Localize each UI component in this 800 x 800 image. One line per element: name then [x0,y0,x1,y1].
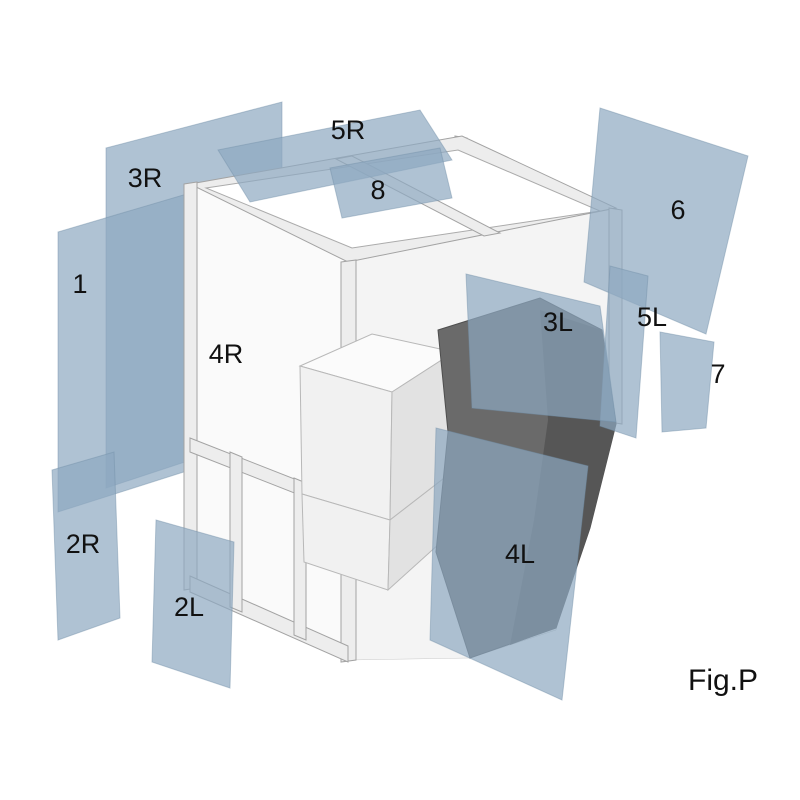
glass-panel-3L [465,273,617,423]
glass-panel-8 [329,147,453,219]
figure-caption: Fig.P [688,664,758,697]
label-4R: 4R [209,339,244,369]
label-1: 1 [72,269,87,299]
label-3L: 3L [543,307,573,337]
label-8: 8 [370,175,385,205]
label-5R: 5R [331,115,366,145]
label-5L: 5L [637,302,667,332]
glass-panel-2L [151,519,235,689]
glass-panels-front [151,107,749,701]
part-labels: 1 2R 2L 3R 3L 4R 4L 5R 5L 6 7 8 [66,115,726,622]
glass-panel-5R [217,109,453,203]
label-7: 7 [710,359,725,389]
label-2L: 2L [174,592,204,622]
label-6: 6 [670,195,685,225]
seat-pedestal-front [299,365,393,521]
glass-panel-4L [429,427,589,701]
label-2R: 2R [66,529,101,559]
label-4L: 4L [505,539,535,569]
glass-panel-2R [51,451,121,641]
glass-panel-7 [659,331,715,433]
label-3R: 3R [128,163,163,193]
